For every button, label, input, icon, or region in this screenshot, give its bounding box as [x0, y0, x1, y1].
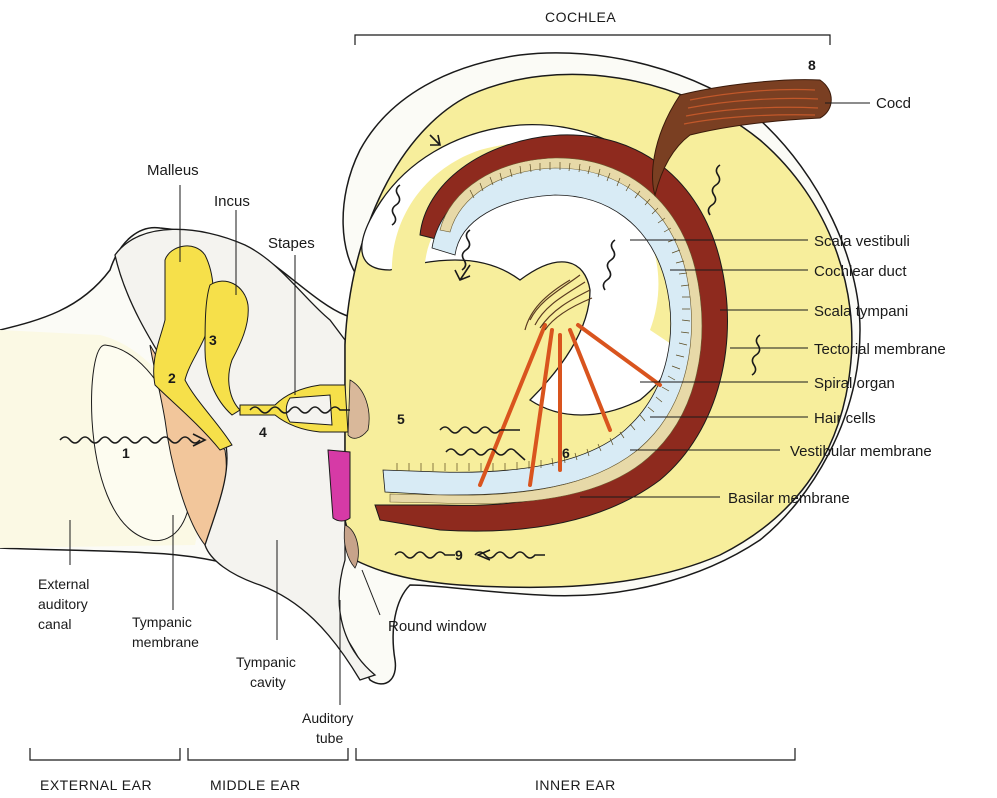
cochlea: [328, 74, 852, 587]
label-hair-cells: Hair cells: [814, 410, 876, 427]
label-external-auditory-canal-1: External: [38, 576, 89, 592]
label-basilar-membrane: Basilar membrane: [728, 490, 850, 507]
label-spiral-organ: Spiral organ: [814, 375, 895, 392]
number-4: 4: [259, 424, 267, 440]
label-tectorial-membrane: Tectorial membrane: [814, 341, 946, 358]
label-cochlear-duct: Cochlear duct: [814, 263, 907, 280]
label-scala-tympani: Scala tympani: [814, 303, 908, 320]
label-vestibular-membrane: Vestibular membrane: [790, 443, 932, 460]
label-cochlea: COCHLEA: [545, 9, 616, 25]
label-auditory-tube-1: Auditory: [302, 710, 353, 726]
label-tympanic-membrane-1: Tympanic: [132, 614, 192, 630]
label-stapes: Stapes: [268, 235, 315, 252]
label-scala-vestibuli: Scala vestibuli: [814, 233, 910, 250]
label-cord: Cocd: [876, 95, 911, 112]
label-tympanic-cavity-2: cavity: [250, 674, 286, 690]
label-malleus: Malleus: [147, 162, 199, 179]
number-3: 3: [209, 332, 217, 348]
label-tympanic-cavity-1: Tympanic: [236, 654, 296, 670]
label-auditory-tube-2: tube: [316, 730, 343, 746]
label-round-window: Round window: [388, 618, 487, 635]
label-middle-ear: MIDDLE EAR: [210, 777, 301, 793]
number-8: 8: [808, 57, 816, 73]
label-tympanic-membrane-2: membrane: [132, 634, 199, 650]
number-1: 1: [122, 445, 130, 461]
label-inner-ear: INNER EAR: [535, 777, 616, 793]
number-5: 5: [397, 411, 405, 427]
label-external-auditory-canal-2: auditory: [38, 596, 88, 612]
number-2: 2: [168, 370, 176, 386]
label-external-auditory-canal-3: canal: [38, 616, 71, 632]
label-incus: Incus: [214, 193, 250, 210]
number-9: 9: [455, 547, 463, 563]
label-external-ear: EXTERNAL EAR: [40, 777, 152, 793]
number-6: 6: [562, 445, 570, 461]
